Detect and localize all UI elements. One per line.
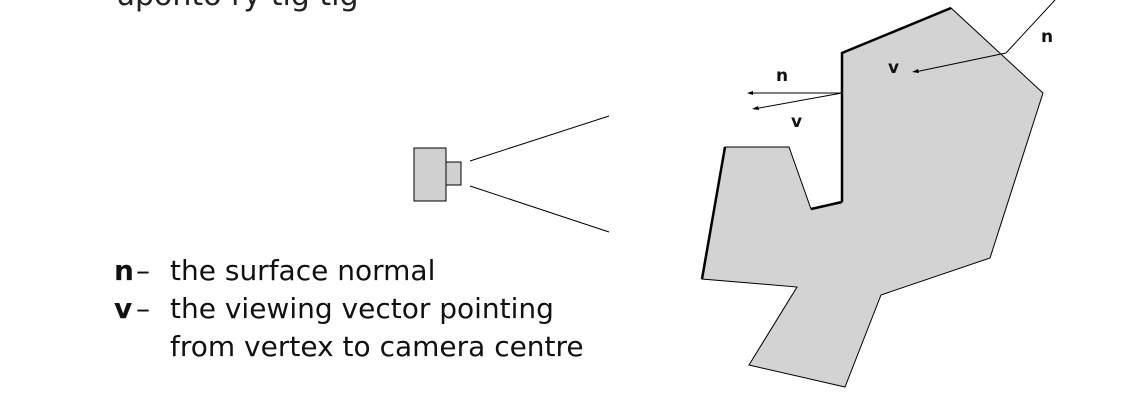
clipped-heading-text: uponto ry tlg tlg (116, 0, 359, 13)
camera-icon (413, 147, 462, 202)
silhouette-edge-left (700, 146, 727, 280)
legend-symbol-v: v (114, 292, 133, 325)
view-vector-right (914, 52, 1007, 73)
legend-dash-v: – (136, 292, 150, 325)
legend-symbol-n: n (114, 254, 134, 287)
legend-row-v: v – the viewing vector pointing (114, 290, 584, 328)
label-n-left: n (776, 66, 788, 86)
view-vector-left (753, 92, 843, 110)
legend-text-v-line2: from vertex to camera centre (170, 330, 584, 363)
label-v-left: v (791, 112, 802, 132)
object-shape (701, 7, 1044, 388)
legend-text-v-line1: the viewing vector pointing (170, 292, 554, 325)
frustum-upper-line (469, 115, 610, 162)
normal-vector-right (1005, 0, 1056, 54)
legend-row-n: n – the surface normal (114, 252, 584, 290)
silhouette-edge-top (840, 6, 952, 202)
frustum-lower-line (469, 185, 610, 233)
label-n-right: n (1041, 27, 1053, 47)
silhouette-edge-notch (810, 200, 843, 211)
legend-text-n: the surface normal (170, 254, 436, 287)
view-arrowhead-right (912, 69, 919, 73)
label-v-right: v (888, 58, 899, 78)
view-arrowhead-left (752, 106, 759, 110)
legend: n – the surface normal v – the viewing v… (114, 252, 584, 366)
normal-arrowhead-left (747, 91, 753, 95)
legend-dash-n: – (136, 254, 150, 287)
